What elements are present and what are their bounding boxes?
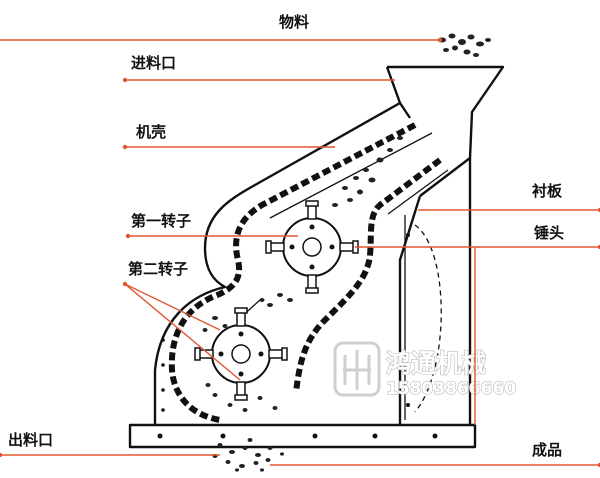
- label-hammer: 锤头: [534, 224, 564, 242]
- label-outlet: 出料口: [8, 431, 53, 449]
- rotor-1: [265, 200, 359, 294]
- watermark-company: 鸿通机械: [386, 349, 486, 378]
- label-product: 成品: [532, 441, 562, 459]
- hammer-heads-2: [194, 307, 288, 401]
- label-rotor1: 第一转子: [131, 212, 191, 230]
- part-labels: 物料 进料口 机壳 衬板 第一转子 锤头 第二转子 出料口 成品: [8, 13, 564, 459]
- label-material: 物料: [279, 13, 309, 31]
- watermark-logo: [333, 341, 381, 397]
- label-rotor2: 第二转子: [128, 260, 188, 278]
- material-particles: [202, 33, 491, 472]
- liner-outer: [168, 122, 417, 423]
- side-door-arc: [414, 224, 442, 413]
- base-plate: [128, 423, 477, 449]
- outer-casing: [153, 101, 472, 425]
- label-casing: 机壳: [136, 123, 166, 141]
- base-bolts: [157, 433, 438, 439]
- liner-inner: [293, 157, 442, 393]
- side-bolts: [161, 338, 165, 412]
- leader-lines: [0, 37, 600, 468]
- watermark-phone: 15803866660: [386, 379, 516, 399]
- crusher-body: [128, 65, 505, 449]
- label-liner: 衬板: [532, 182, 563, 200]
- watermark: 鸿通机械 15803866660: [333, 341, 517, 400]
- label-inlet: 进料口: [131, 54, 176, 72]
